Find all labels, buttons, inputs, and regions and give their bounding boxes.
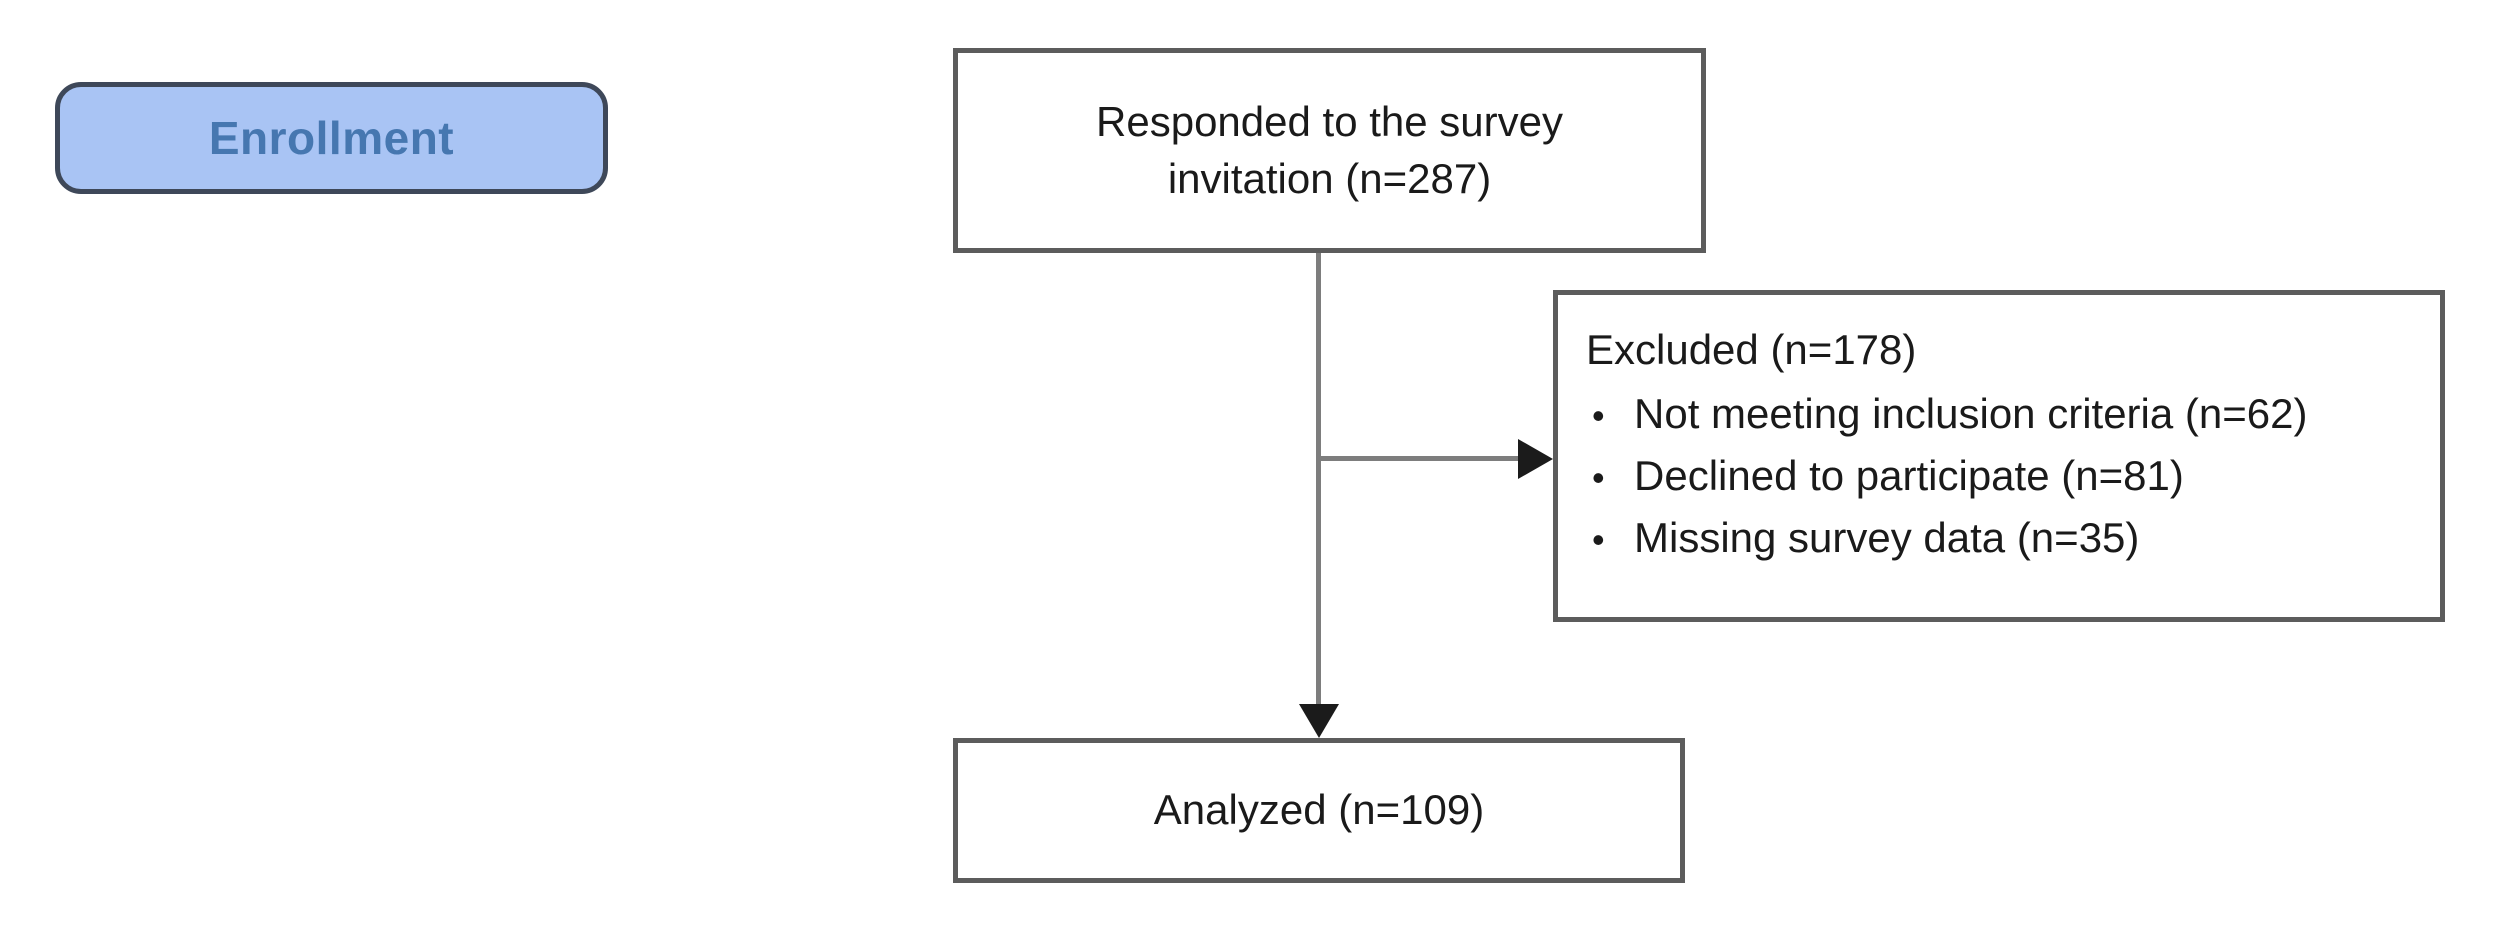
responded-line-1: Responded to the survey — [1096, 97, 1563, 145]
excluded-reason-1: Not meeting inclusion criteria (n=62) — [1634, 390, 2308, 438]
excluded-title: Excluded (n=178) — [1586, 326, 1917, 373]
arrowhead-down-icon — [1299, 704, 1339, 738]
excluded-reason-3: Missing survey data (n=35) — [1634, 514, 2140, 562]
enrollment-stage-pill: Enrollment — [55, 82, 608, 194]
responded-line-2: invitation (n=287) — [1167, 154, 1492, 202]
excluded-bullet-item-2: • Declined to participate (n=81) — [1586, 445, 2412, 507]
responded-box-text: Responded to the survey invitation (n=28… — [1096, 94, 1563, 207]
responded-box: Responded to the survey invitation (n=28… — [953, 48, 1706, 253]
excluded-box: Excluded (n=178) • Not meeting inclusion… — [1553, 290, 2445, 622]
bullet-glyph-icon: • — [1592, 457, 1605, 499]
analyzed-box: Analyzed (n=109) — [953, 738, 1685, 883]
analyzed-box-text: Analyzed (n=109) — [1153, 786, 1485, 834]
arrowhead-right-icon — [1518, 439, 1553, 479]
arrow-responded-to-analyzed-shaft — [1316, 253, 1321, 705]
arrow-branch-to-excluded-shaft — [1316, 456, 1518, 461]
bullet-glyph-icon: • — [1592, 395, 1605, 437]
excluded-bullet-item-3: • Missing survey data (n=35) — [1586, 507, 2412, 569]
bullet-glyph-icon: • — [1592, 519, 1605, 561]
excluded-reason-2: Declined to participate (n=81) — [1634, 452, 2184, 500]
excluded-bullet-item-1: • Not meeting inclusion criteria (n=62) — [1586, 383, 2412, 445]
enrollment-stage-label: Enrollment — [208, 112, 455, 164]
